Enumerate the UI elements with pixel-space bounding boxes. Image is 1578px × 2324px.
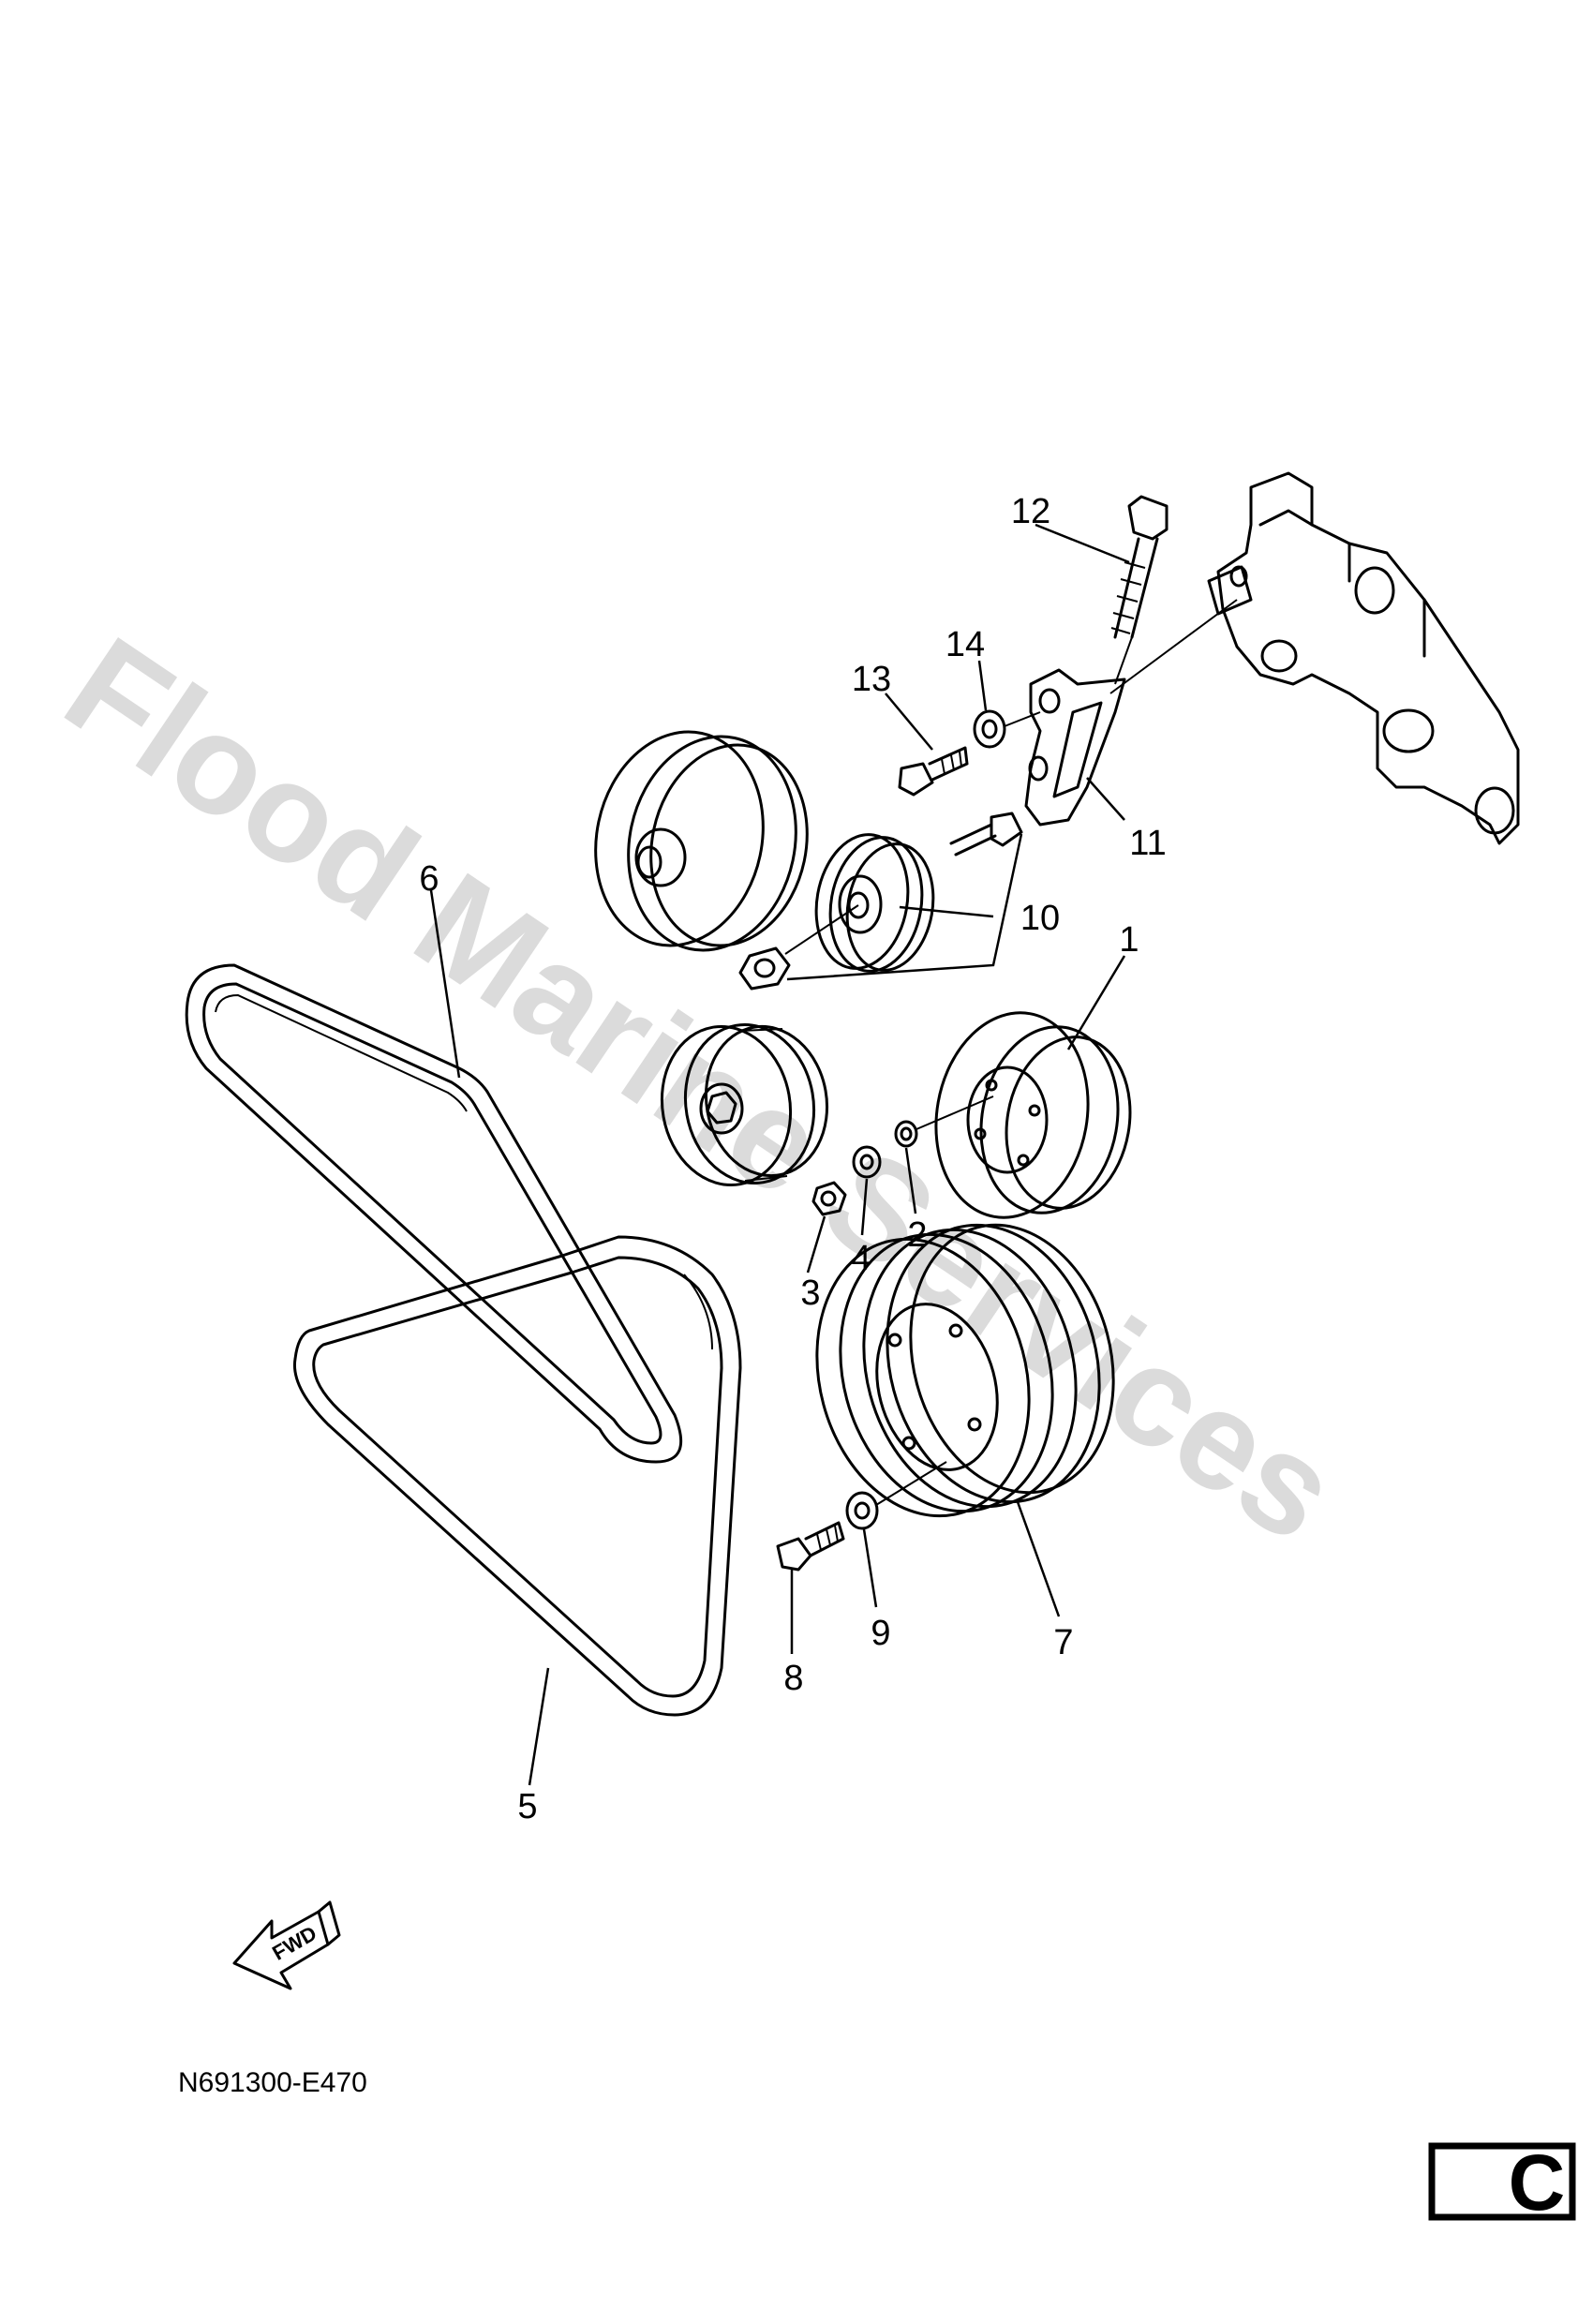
callout-7: 7 [1053,1623,1073,1662]
bolt-8 [776,1521,845,1572]
callout-labels: 12 14 13 11 10 6 1 2 4 3 7 9 8 5 [419,492,1166,1826]
washer-2 [894,1095,994,1148]
callout-13: 13 [852,660,891,699]
washer-4 [852,1145,882,1179]
idler-nut [738,946,791,991]
crank-pulley-7 [815,1223,1115,1518]
idler-pulley-upper [784,833,935,973]
drawing-code: N691300-E470 [178,2067,367,2098]
watermark-text: Flood Marine Services [39,606,1364,1572]
fwd-arrow: FWD [232,1900,341,1990]
belt-5 [292,1235,742,1717]
nut-3 [811,1181,847,1216]
tensioner-bracket [1024,668,1126,827]
pulley-1 [934,1011,1132,1219]
callout-11: 11 [1129,824,1166,863]
callout-10: 10 [1020,899,1060,938]
callout-6: 6 [419,859,439,899]
callout-4: 4 [851,1239,871,1278]
washer-14 [973,709,1041,749]
callout-5: 5 [517,1787,537,1826]
callout-12: 12 [1011,492,1050,531]
section-letter: C [1509,2138,1566,2227]
callout-3: 3 [800,1274,820,1313]
engine-housing [1207,471,1520,845]
long-bolt [1109,495,1238,694]
idler-bolt [949,812,1023,857]
washer-9 [845,1491,879,1530]
callout-9: 9 [871,1614,890,1653]
alternator-pulley [594,730,809,952]
belt-6 [185,963,683,1464]
bolt-13 [898,746,969,797]
callout-14: 14 [945,625,985,664]
callout-1: 1 [1119,920,1139,960]
callout-8: 8 [783,1659,803,1698]
idler-pulley-lower [660,1022,829,1187]
section-box: C [1428,2138,1576,2227]
leader-lines [429,523,1130,1786]
fwd-label: FWD [268,1921,320,1965]
callout-2: 2 [907,1215,927,1255]
